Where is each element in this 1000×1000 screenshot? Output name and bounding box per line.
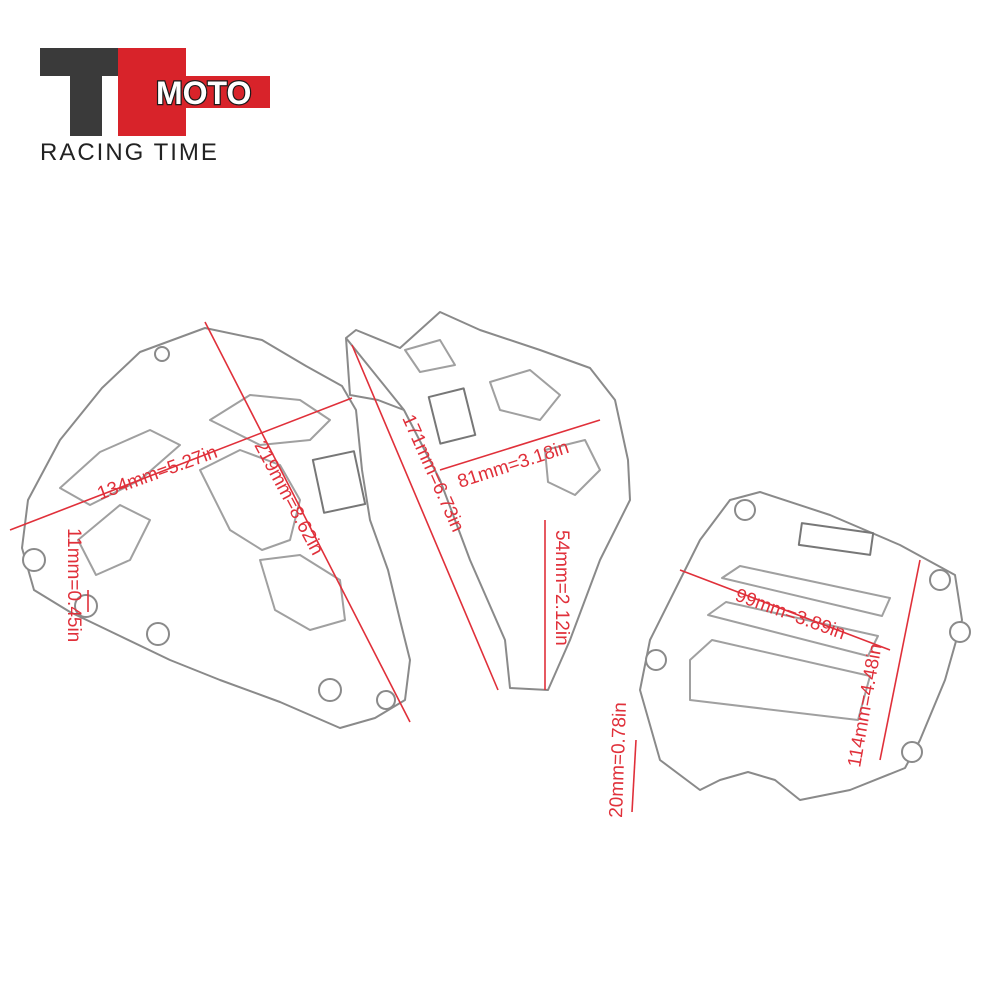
logo-c-shape [118,48,186,136]
middle-cover-cutout [544,439,601,496]
dim-label-left-thickness: 11mm=0.45in [63,528,84,642]
logo-moto-band [150,76,270,108]
middle-cover-outline [345,311,631,691]
left-cover-cutout [199,449,301,551]
left-cover-window [77,504,151,576]
dim-line-middle-width [439,419,601,471]
dim-line-right-width [679,569,891,651]
dim-line-right-thickness [631,739,637,813]
right-cover-bolt-hole [901,741,923,763]
right-cover-bolt-hole [949,621,971,643]
right-cover-slot [707,601,879,657]
dim-line-middle-height [351,344,499,691]
right-cover-bolt-hole [645,649,667,671]
dimension-lines [9,321,921,813]
right-cover-bolt-hole [734,499,756,521]
logo-t-stem [70,48,102,136]
middle-sprocket-cover [345,311,631,691]
left-cover-bolt-hole [318,678,342,702]
middle-cover-cutout [489,369,561,421]
dim-label-middle-depth: 54mm=2.12in [551,530,572,646]
brand-badge-icon [311,450,367,514]
dim-line-left-diagonal [204,321,411,723]
brand-logo: MOTO RACING TIME [40,48,270,166]
brand-tagline: RACING TIME [40,139,219,166]
dim-label-right-thickness: 20mm=0.78in [606,702,631,818]
left-cover-lower-cutout [259,554,346,631]
left-cover-bolt-hole [154,346,170,362]
middle-cover-flange [345,337,405,411]
left-cover-bolt-hole [376,690,396,710]
left-cover-bolt-hole [146,622,170,646]
left-cover-bolt-hole [74,594,98,618]
left-cover-bolt-hole [22,548,46,572]
logo-moto-text: MOTO [156,75,251,111]
right-cover-slot [721,565,891,617]
right-engine-cover [639,491,971,801]
right-cover-window [689,639,871,721]
middle-cover-cutout [404,339,456,373]
dim-line-left-width [9,397,353,531]
left-cover-rib [209,394,331,446]
left-engine-cover [21,327,411,729]
left-cover-slot [59,429,181,506]
brand-badge-icon [797,522,875,556]
brand-badge-icon [427,387,477,445]
right-cover-bolt-hole [929,569,951,591]
dim-line-right-height [879,559,921,761]
